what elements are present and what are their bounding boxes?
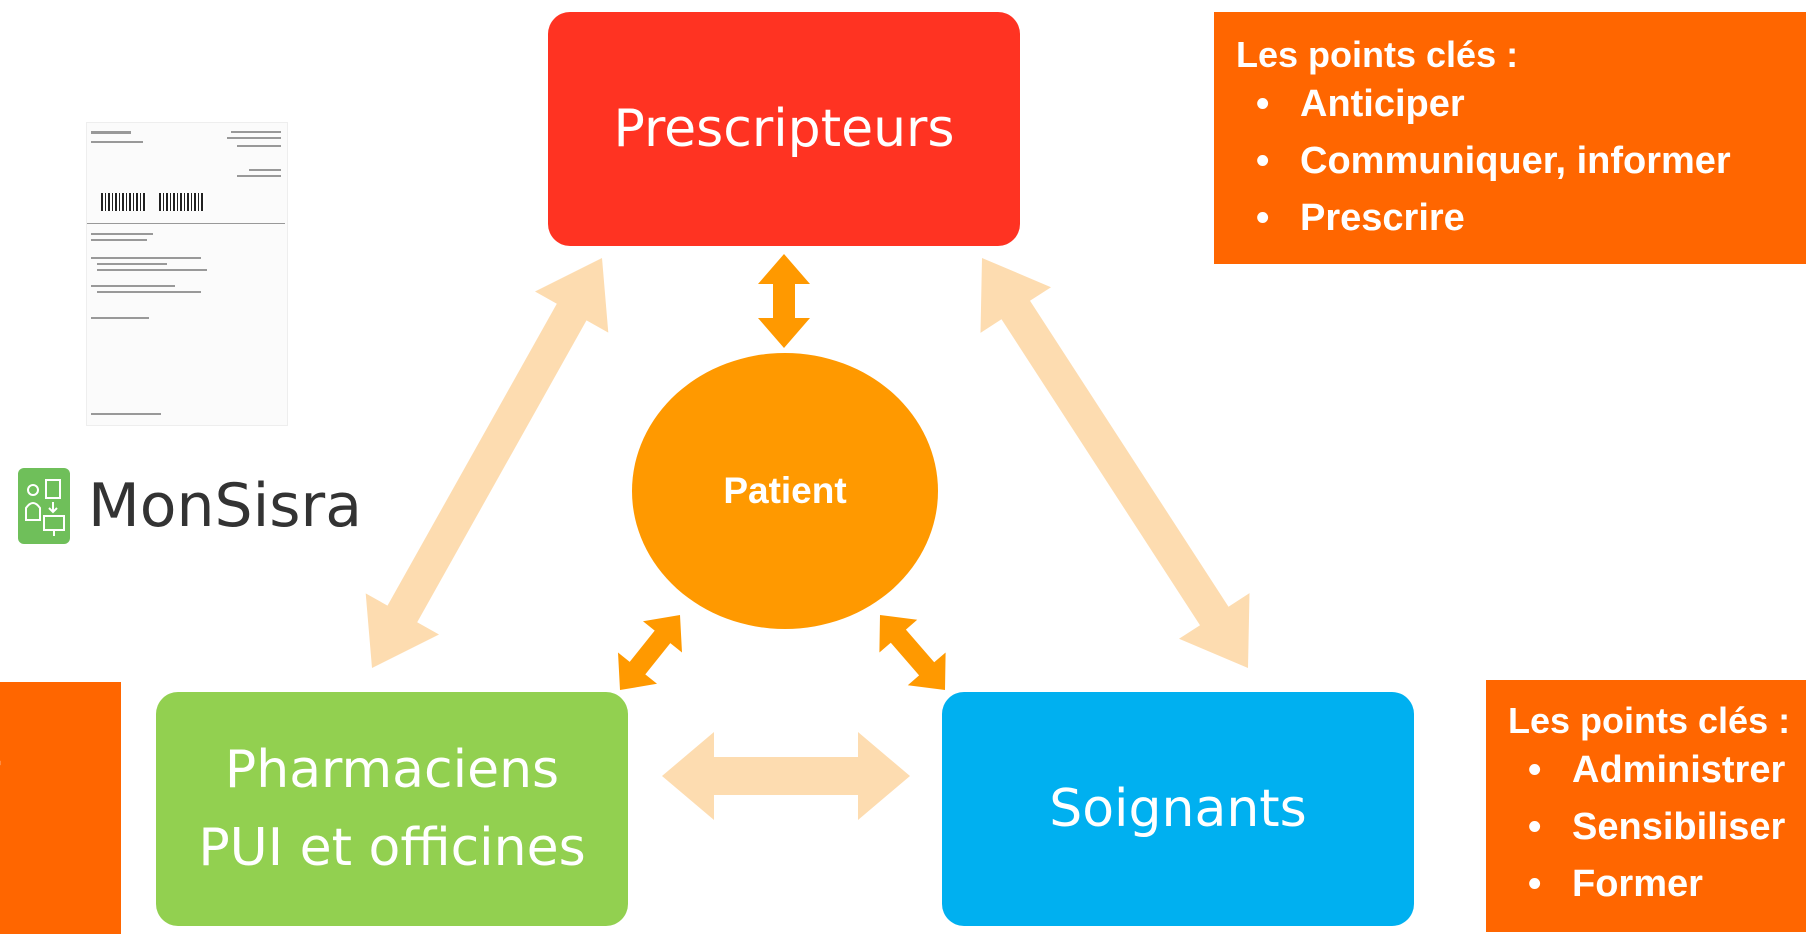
- prescripteurs-label: Prescripteurs: [613, 99, 955, 159]
- soignants-label: Soignants: [1049, 779, 1307, 839]
- prescripteurs-box: Prescripteurs: [548, 12, 1020, 246]
- arrow-patient-soignants: [879, 615, 946, 690]
- patient-label: Patient: [723, 470, 847, 511]
- prescription-document-image: [86, 122, 288, 426]
- pharmaciens-box: Pharmaciens PUI et officines: [156, 692, 628, 926]
- key-points-title: Les points clés :: [1236, 34, 1519, 75]
- key-points-list: Administrer Sensibiliser Former: [1508, 742, 1806, 913]
- key-points-soignants: Les points clés : Administrer Sensibilis…: [1486, 680, 1806, 932]
- key-points-prescripteurs: Les points clés : Anticiper Communiquer,…: [1214, 12, 1806, 264]
- monsisra-logo: MonSisra: [18, 468, 362, 544]
- patient-circle: Patient: [632, 353, 938, 629]
- monsisra-logo-icon: [18, 468, 70, 544]
- arrow-patient-pharmaciens: [618, 615, 682, 690]
- soignants-box: Soignants: [942, 692, 1414, 926]
- key-point-item: Prescrire: [1236, 190, 1806, 247]
- arrow-prescripteurs-soignants: [980, 258, 1250, 668]
- arrow-prescripteurs-patient: [758, 254, 810, 348]
- key-points-pharmaciens-cropped: r: [0, 682, 121, 934]
- key-point-item: Administrer: [1508, 742, 1806, 799]
- pharmaciens-label-line2: PUI et officines: [198, 818, 586, 878]
- key-point-item: Communiquer, informer: [1236, 133, 1806, 190]
- pharmaciens-label-line1: Pharmaciens: [224, 740, 560, 800]
- key-point-item: Former: [1508, 856, 1806, 913]
- key-point-item: Anticiper: [1236, 76, 1806, 133]
- key-point-item: Sensibiliser: [1508, 799, 1806, 856]
- monsisra-logo-text: MonSisra: [88, 471, 362, 541]
- key-points-list: Anticiper Communiquer, informer Prescrir…: [1236, 76, 1806, 247]
- arrow-pharmaciens-soignants: [662, 732, 910, 820]
- key-points-title: Les points clés :: [1508, 700, 1791, 741]
- arrow-prescripteurs-pharmaciens: [365, 258, 609, 668]
- key-points-fragment: r: [0, 748, 1, 791]
